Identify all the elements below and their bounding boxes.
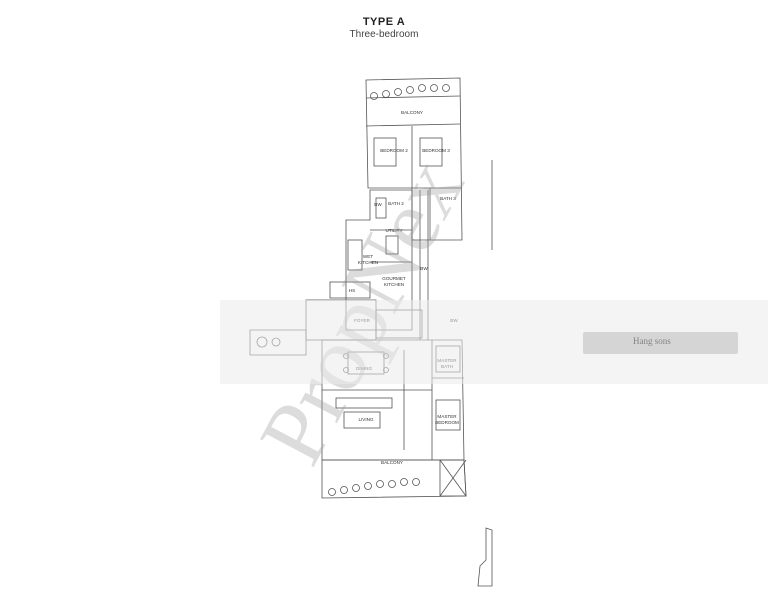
room-bedroom-3: BEDROOM 3 <box>422 148 450 153</box>
room-living: LIVING <box>358 417 373 422</box>
room-gourmet-kitchen-line2: KITCHEN <box>384 282 404 287</box>
room-hs: HS <box>349 288 355 293</box>
room-wet-kitchen-line2: KITCHEN <box>358 260 378 265</box>
unit-type-subtitle: Three-bedroom <box>349 29 419 40</box>
planter-top <box>370 84 450 100</box>
unit-type-title: TYPE A <box>362 16 406 28</box>
room-wet-kitchen-line1: WET <box>363 254 373 259</box>
planter-bottom <box>328 478 420 496</box>
room-balcony-top: BALCONY <box>401 110 423 115</box>
room-gourmet-kitchen-line1: GOURMET <box>382 276 406 281</box>
room-balcony-bottom: BALCONY <box>381 460 403 465</box>
plan-heading: TYPE A Three-bedroom <box>0 16 768 40</box>
room-master-bedroom-line1: MASTER <box>437 414 457 419</box>
room-utility: UTILITY <box>385 228 402 233</box>
room-bw-1: BW <box>374 202 382 207</box>
living-sofa <box>335 397 393 409</box>
master-bed <box>435 399 461 431</box>
bed-2 <box>373 137 397 167</box>
watermark-pill: Hang sons <box>583 332 738 354</box>
room-bath-3: BATH 3 <box>440 196 456 201</box>
room-master-bedroom-line2: BEDROOM <box>435 420 459 425</box>
room-bedroom-2: BEDROOM 2 <box>380 148 408 153</box>
bed-3 <box>419 137 443 167</box>
room-bath-2: BATH 2 <box>388 201 404 206</box>
watermark-pill-text: Hang sons <box>633 336 671 346</box>
room-bw-2: BW <box>420 266 428 271</box>
household-shelter <box>329 281 371 299</box>
